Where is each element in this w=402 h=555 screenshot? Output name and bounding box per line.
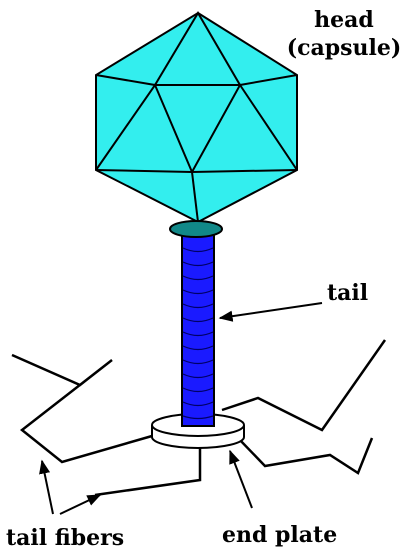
collar <box>169 220 223 238</box>
label-tail-fibers: tail fibers <box>6 525 124 551</box>
tail-fibers <box>11 339 387 497</box>
label-capsule: (capsule) <box>287 35 402 61</box>
label-tail: tail <box>327 280 368 306</box>
label-head: head <box>314 7 374 33</box>
tail-fibers-arrow-left <box>39 459 54 515</box>
tail-sheath <box>181 227 215 427</box>
tail-stripes <box>182 247 214 420</box>
label-end-plate: end plate <box>222 522 337 548</box>
pointer-arrows <box>39 302 323 515</box>
tail-fiber-left <box>11 353 153 464</box>
head-outline <box>95 11 298 224</box>
tail-fiber-front <box>94 448 202 497</box>
tail-fiber-right-back <box>221 339 387 432</box>
tail-arrow <box>218 302 323 322</box>
head-facet-edges <box>95 11 298 223</box>
end-plate-arrow <box>229 449 253 509</box>
tail-fibers-arrow-right <box>59 494 102 515</box>
head-capsule <box>95 11 298 224</box>
tail-tube <box>181 227 215 427</box>
tail-fiber-right-front <box>237 437 374 475</box>
